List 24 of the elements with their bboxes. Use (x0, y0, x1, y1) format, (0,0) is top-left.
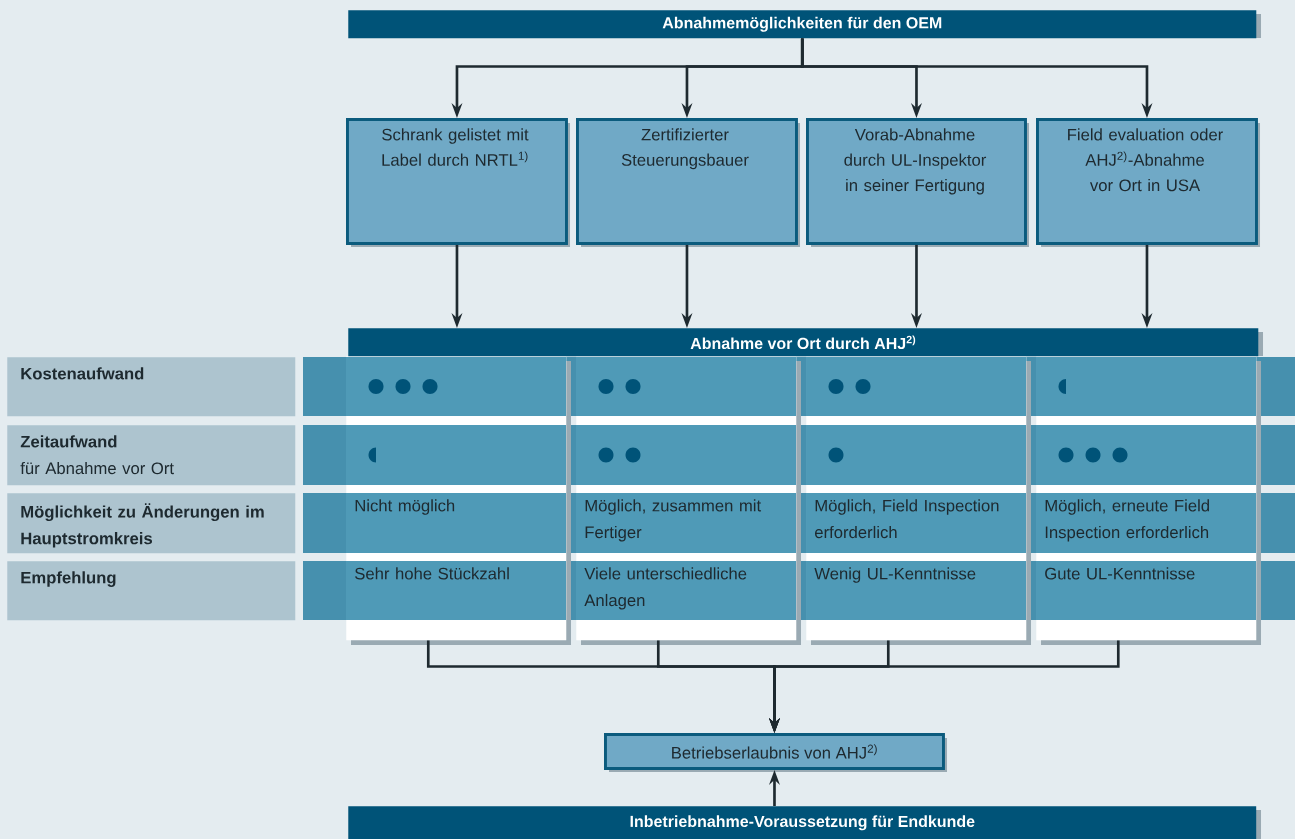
cell-text: Möglich, Field Inspection erforderlich (815, 499, 999, 539)
option-box: Zertifizierter Steuerungsbauer (576, 118, 800, 247)
cell-text: Sehr hohe Stückzahl (355, 567, 509, 580)
banner: Inbetriebnahme-Voraussetzung für Endkunde (348, 806, 1261, 839)
option-box: Field evaluation oder AHJ$^{2)}$-Abnahme vor Ort in USA (1036, 118, 1260, 247)
table-column (346, 356, 571, 645)
row-header: Zeitaufwand für Abnahme vor Ort (7, 425, 296, 486)
cell-text: Gute UL-Kenntnisse (1045, 567, 1195, 580)
row-header: Kostenaufwand (7, 357, 296, 417)
cell-text: Wenig UL-Kenntnisse (814, 567, 976, 583)
row-header: Empfehlung (7, 561, 296, 621)
cell-text: Möglich, zusammen mit Fertiger (585, 499, 762, 542)
option-box: Vorab-Abnahme durch UL-Inspektor in seiner Fertigung (806, 118, 1029, 247)
table-column (576, 356, 801, 645)
row-header: Möglichkeit zu Änderungen im Hauptstromkreis (7, 493, 296, 554)
table-column (1036, 356, 1261, 645)
banner: Abnahme vor Ort durch AHJ$^{2)}$ (348, 328, 1263, 357)
banner: Abnahmemöglichkeiten für den OEM (348, 10, 1261, 39)
cell-text: Viele unterschiedliche Anlagen (584, 567, 747, 610)
table-column (806, 356, 1031, 645)
cell-text: Möglich, erneute Field Inspection erforderlich (1045, 499, 1209, 542)
cell-text: Nicht möglich (355, 499, 455, 515)
result-box: Betriebserlaubnis von AHJ$^{2)}$ (604, 733, 947, 772)
option-box: Schrank gelistet mit Label durch NRTL$^{1)}$ (346, 118, 570, 247)
